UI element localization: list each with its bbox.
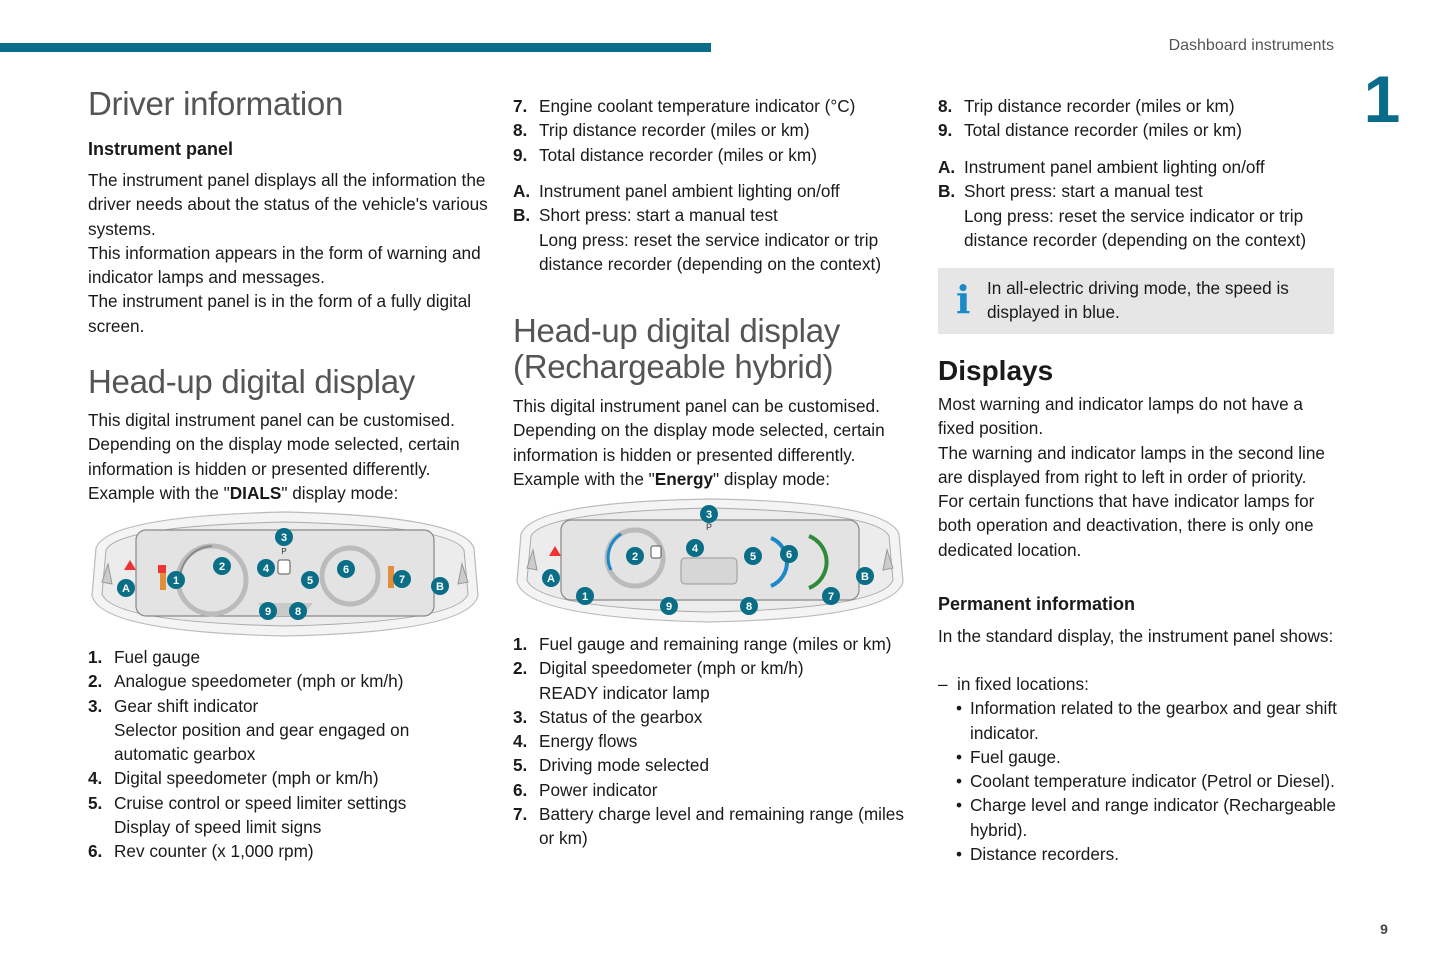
- list-item: 8.Trip distance recorder (miles or km): [513, 120, 810, 141]
- list-item: B.Short press: start a manual test Long …: [513, 205, 882, 274]
- displays-paragraph: Most warning and indicator lamps do not …: [938, 394, 1325, 560]
- list-item: 7.Engine coolant temperature indicator (…: [513, 96, 856, 116]
- energy-gear-letter: P: [706, 522, 712, 532]
- chapter-number: 1: [1363, 62, 1401, 136]
- energy-callout-5: 5: [750, 551, 756, 563]
- energy-callout-b: B: [861, 571, 869, 583]
- energy-callout-8: 8: [746, 601, 752, 613]
- list-item: 3.Status of the gearbox: [513, 706, 703, 727]
- list-item: 5.Driving mode selected: [513, 755, 710, 776]
- instrument-panel-heading: Instrument panel: [88, 139, 234, 159]
- dials-callout-3: 3: [281, 532, 287, 544]
- list-item: 2.Analogue speedometer (mph or km/h): [88, 671, 404, 692]
- energy-callout-2: 2: [632, 551, 638, 563]
- list-item: •Coolant temperature indicator (Petrol o…: [956, 771, 1335, 792]
- dials-callout-5: 5: [307, 575, 313, 587]
- permanent-info-paragraph: In the standard display, the instrument …: [938, 626, 1334, 646]
- list-item: A.Instrument panel ambient lighting on/o…: [938, 157, 1265, 177]
- list-item: A.Instrument panel ambient lighting on/o…: [513, 181, 840, 201]
- dials-callout-a: A: [122, 583, 130, 595]
- dials-callout-4: 4: [263, 563, 270, 575]
- dials-callout-9: 9: [265, 606, 271, 618]
- list-item: 9.Total distance recorder (miles or km): [513, 144, 817, 165]
- list-item: 6.Power indicator: [513, 779, 658, 800]
- list-item: 5.Cruise control or speed limiter settin…: [88, 792, 407, 838]
- section-name: Dashboard instruments: [1168, 37, 1334, 54]
- hybrid-p3: Example with the "Energy" display mode:: [513, 468, 830, 489]
- info-icon: i: [956, 277, 971, 322]
- list-item: •Charge level and range indicator (Recha…: [956, 795, 1336, 840]
- list-item: 4.Energy flows: [513, 731, 638, 752]
- dials-callout-7: 7: [399, 574, 405, 586]
- energy-callout-4: 4: [692, 543, 699, 555]
- energy-display-figure: A B 1 2 3 4 5 6 7 8 9 P: [516, 498, 904, 623]
- list-item: 4.Digital speedometer (mph or km/h): [88, 768, 379, 789]
- instrument-panel-intro: The instrument panel displays all the in…: [88, 170, 488, 336]
- list-item: 9.Total distance recorder (miles or km): [938, 120, 1242, 141]
- col3-list-ab: A.Instrument panel ambient lighting on/o…: [938, 155, 1338, 252]
- list-item: –in fixed locations:: [938, 674, 1089, 694]
- hud-p2: Depending on the display mode selected, …: [88, 434, 460, 479]
- dials-callout-8: 8: [295, 606, 301, 618]
- dials-legend-list: 1.Fuel gauge 2.Analogue speedometer (mph…: [88, 645, 488, 864]
- list-item: 6.Rev counter (x 1,000 rpm): [88, 841, 314, 862]
- permanent-info-list: –in fixed locations: •Information relate…: [938, 672, 1338, 866]
- page-number: 9: [1380, 921, 1388, 937]
- list-item: 8.Trip distance recorder (miles or km): [938, 96, 1235, 116]
- dials-callout-6: 6: [343, 564, 349, 576]
- energy-callout-7: 7: [828, 591, 834, 603]
- permanent-info-heading: Permanent information: [938, 594, 1136, 614]
- energy-legend-list: 1.Fuel gauge and remaining range (miles …: [513, 632, 913, 851]
- list-item: 7.Battery charge level and remaining ran…: [513, 804, 904, 849]
- info-note-box: i In all-electric driving mode, the spee…: [938, 268, 1334, 334]
- hud-p1: This digital instrument panel can be cus…: [88, 410, 455, 430]
- energy-callout-1: 1: [582, 591, 588, 603]
- hybrid-p1: This digital instrument panel can be cus…: [513, 396, 880, 416]
- dials-callout-1: 1: [173, 575, 179, 587]
- list-item: 2.Digital speedometer (mph or km/h) READ…: [513, 658, 804, 703]
- energy-callout-a: A: [547, 573, 555, 585]
- hybrid-p2: Depending on the display mode selected, …: [513, 420, 885, 465]
- energy-callout-6: 6: [786, 549, 792, 561]
- hybrid-paragraph: This digital instrument panel can be cus…: [513, 394, 913, 491]
- list-item: 3.Gear shift indicator Selector position…: [88, 695, 410, 765]
- info-note-text: In all-electric driving mode, the speed …: [987, 278, 1289, 323]
- energy-callout-9: 9: [666, 601, 672, 613]
- hud-p3: Example with the "DIALS" display mode:: [88, 482, 399, 503]
- col2-list-ab: A.Instrument panel ambient lighting on/o…: [513, 179, 913, 276]
- dials-callout-2: 2: [219, 561, 225, 573]
- list-item: 1.Fuel gauge and remaining range (miles …: [513, 634, 892, 654]
- hybrid-title: Head-up digital display (Rechargeable hy…: [513, 312, 840, 385]
- displays-heading: Displays: [938, 355, 1054, 386]
- list-item: •Distance recorders.: [956, 844, 1120, 865]
- list-item: B.Short press: start a manual test Long …: [938, 181, 1307, 250]
- dials-display-figure: A B 1 2 3 4 5 6 7 8 9 P: [91, 511, 479, 637]
- hud-paragraph: This digital instrument panel can be cus…: [88, 408, 488, 505]
- energy-callout-3: 3: [706, 509, 712, 521]
- page-title: Driver information: [88, 85, 344, 122]
- dials-callout-b: B: [436, 581, 444, 593]
- col3-list-top: 8.Trip distance recorder (miles or km) 9…: [938, 94, 1338, 143]
- dials-gear-letter: P: [281, 547, 286, 556]
- list-item: •Fuel gauge.: [956, 746, 1061, 767]
- hud-title: Head-up digital display: [88, 363, 415, 400]
- list-item: 1.Fuel gauge: [88, 647, 201, 667]
- top-accent-bar: [0, 43, 711, 52]
- col2-list-top: 7.Engine coolant temperature indicator (…: [513, 94, 913, 167]
- list-item: •Information related to the gearbox and …: [956, 698, 1337, 743]
